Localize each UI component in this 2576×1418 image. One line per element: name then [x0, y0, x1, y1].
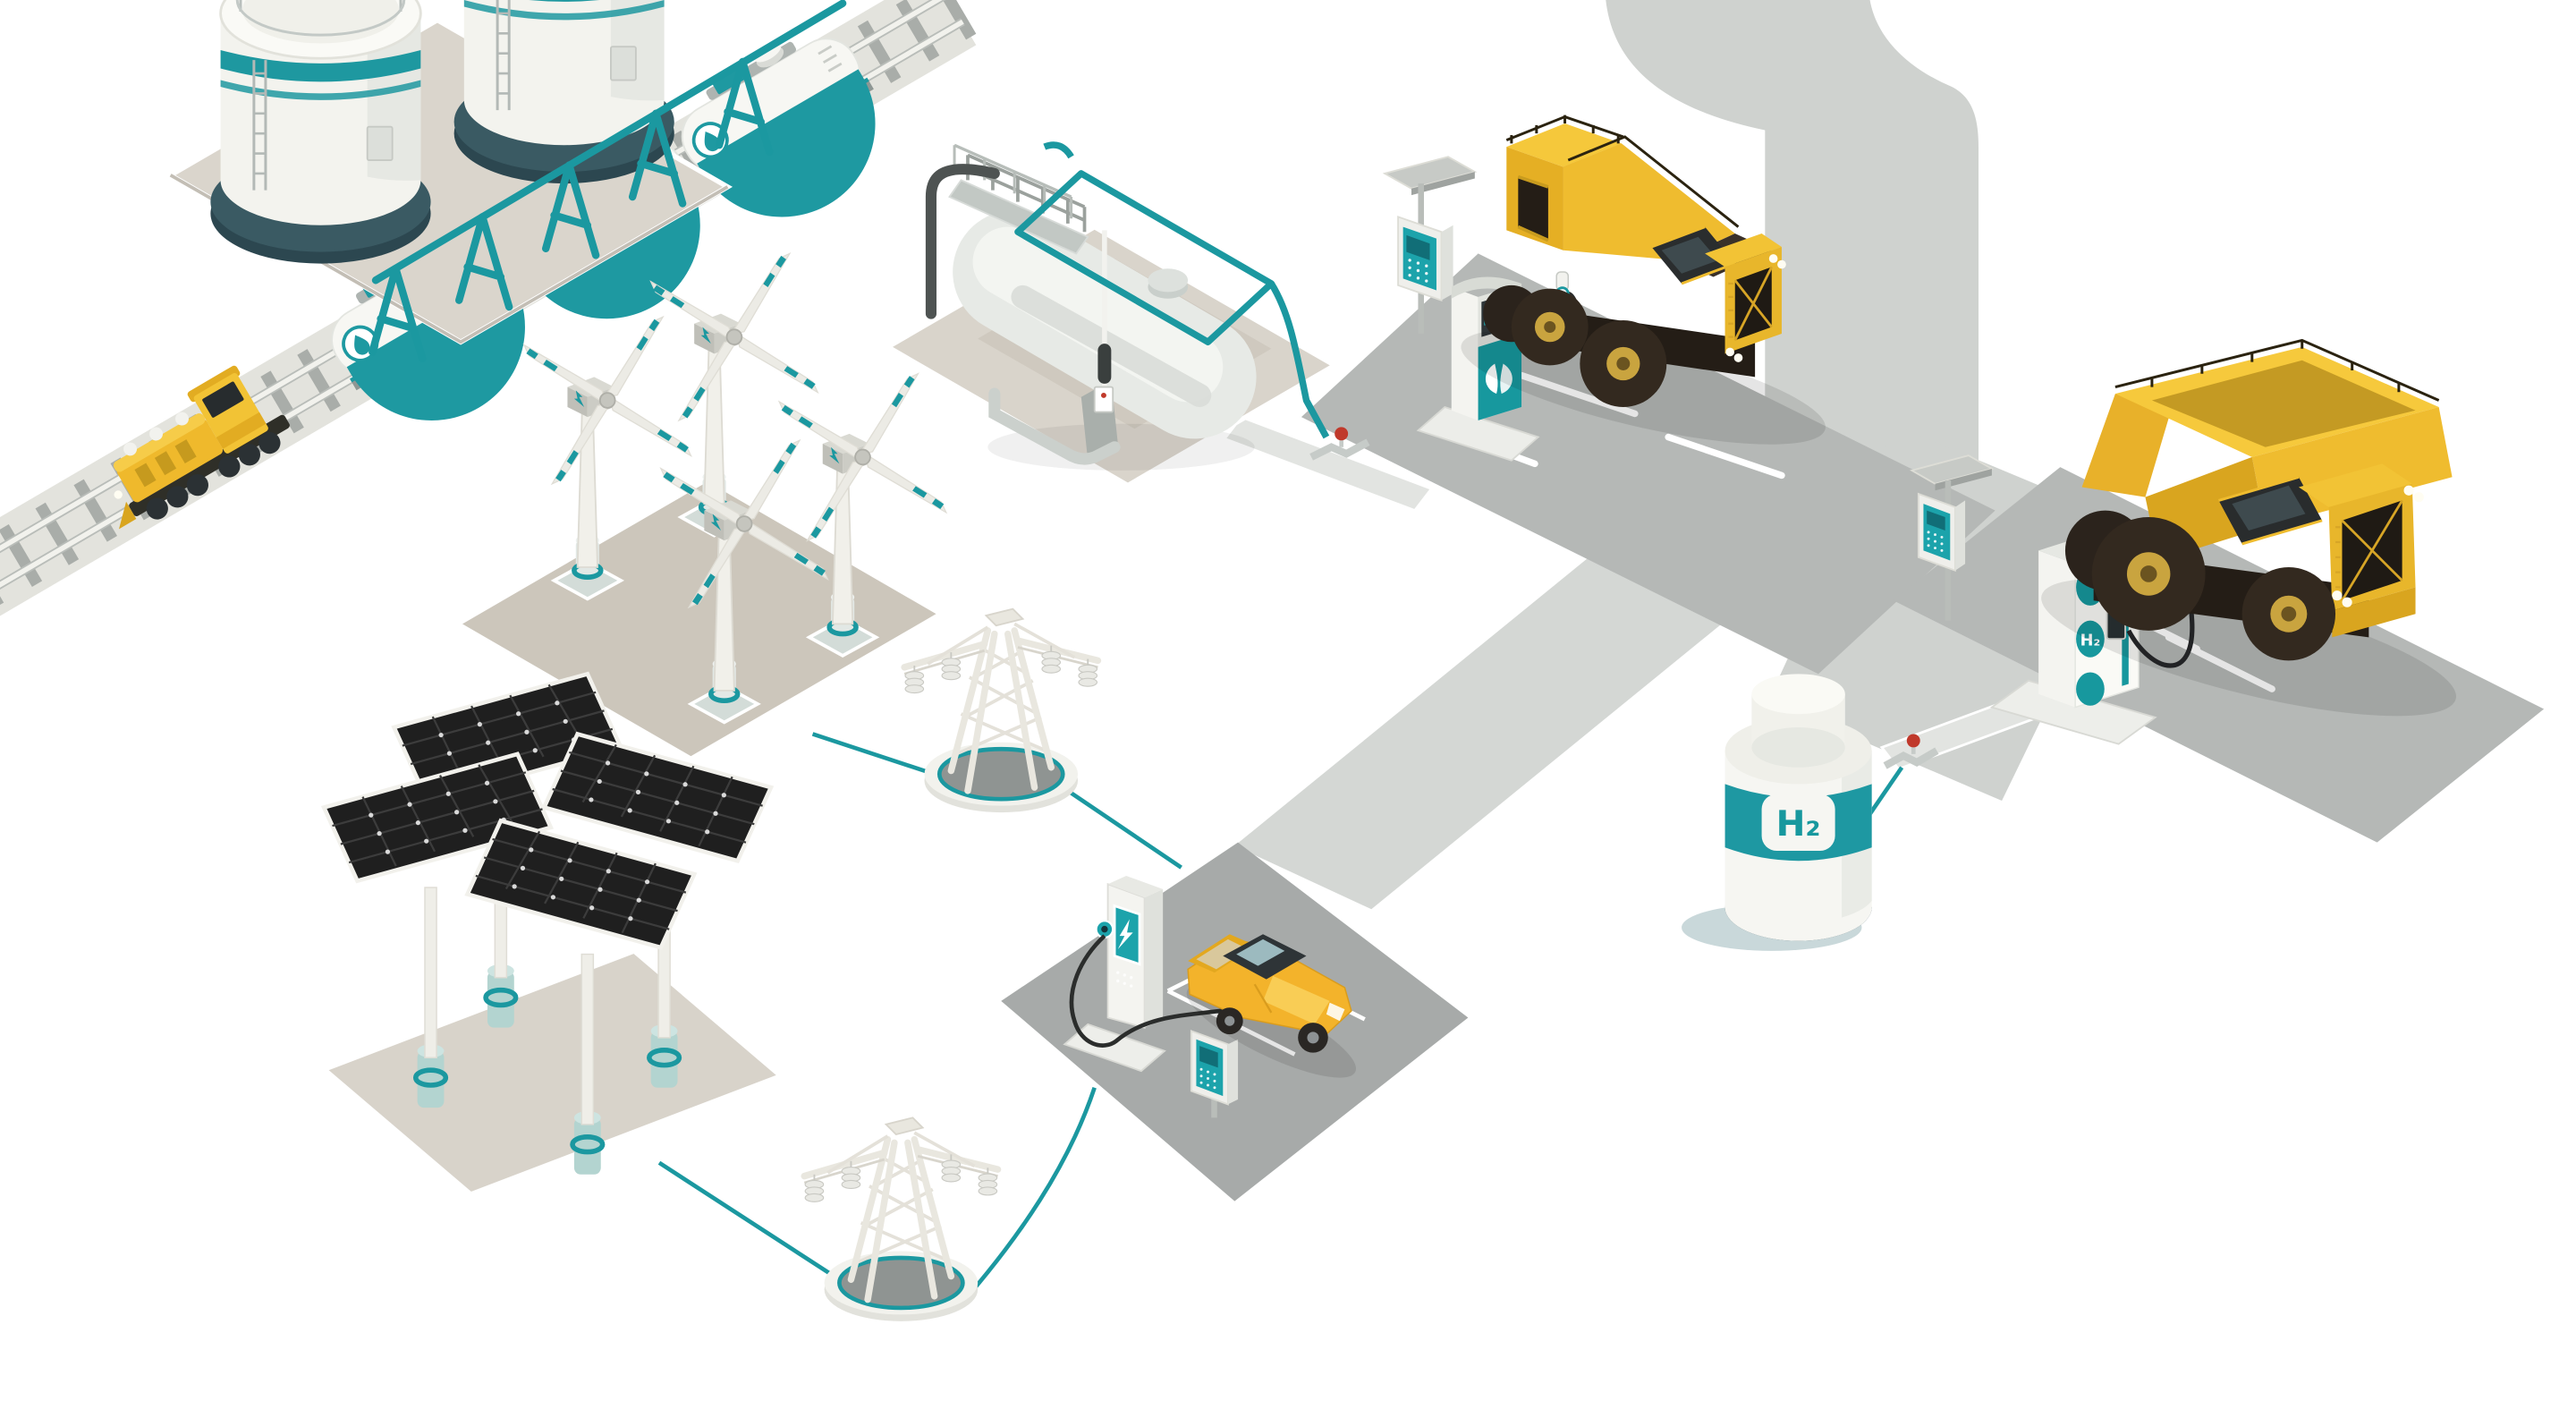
solar-panel-array	[318, 674, 846, 1285]
red-valve-icon	[1335, 427, 1349, 441]
horizontal-gas-tank	[882, 141, 1340, 488]
road-s-curve	[1606, 0, 1979, 447]
walkway-left	[1222, 415, 1434, 513]
cable-pylon-to-ev	[1066, 788, 1182, 870]
h2-dispenser-label: H₂	[2080, 633, 2101, 650]
dump-bed	[2081, 338, 2453, 561]
electric-taxi	[1186, 934, 1357, 1078]
loading-gantry	[369, 0, 847, 363]
h2-storage-cylinder: H₂	[1682, 674, 1904, 951]
right-h2-station: H₂	[1909, 338, 2457, 745]
cable-wind-to-pylon	[811, 732, 945, 780]
truck-arch-opening	[1518, 176, 1548, 241]
tanker-train	[113, 8, 915, 530]
cable-solar-to-pylon	[657, 1160, 846, 1285]
solar-platform	[318, 947, 786, 1198]
left-fueling-station	[1382, 115, 1826, 462]
lightning-bolt-icon	[1117, 919, 1133, 950]
pipe-valve-right	[1883, 734, 1939, 769]
ground-pipe	[988, 387, 1121, 465]
pipe-valve-left	[1309, 427, 1370, 461]
payment-terminal-right	[1909, 454, 1995, 621]
leaf-icon	[1485, 363, 1513, 395]
charging-cable	[1069, 934, 1249, 1048]
red-valve-icon	[1906, 734, 1920, 748]
payment-terminal-ev	[1190, 1030, 1239, 1118]
transmission-tower-upper	[904, 609, 1097, 812]
transmission-tower-lower	[804, 1117, 997, 1320]
payment-terminal-left	[1382, 156, 1478, 334]
storage-tank-front	[208, 0, 433, 266]
h2-cylinder-label: H₂	[1776, 804, 1821, 845]
teal-pipeline	[1014, 141, 1330, 439]
dark-pipe	[925, 164, 1000, 319]
cable-lower-pylon-to-ev	[966, 1087, 1097, 1298]
solar-top	[1909, 454, 1995, 485]
taxi-hood	[1263, 975, 1330, 1024]
dispenser-teal-panel	[1478, 333, 1522, 420]
locomotive	[113, 365, 290, 530]
ev-charger	[1063, 875, 1260, 1073]
mining-truck-flatbed	[1461, 115, 1826, 445]
level-gauge	[1093, 230, 1114, 413]
power-cables	[966, 788, 1182, 1298]
ev-charging-station	[1063, 875, 1357, 1118]
mining-dump-truck	[2041, 338, 2457, 717]
truck-rear-platform-top	[1506, 123, 1622, 167]
taxi-headlight	[1326, 1002, 1345, 1022]
h2-label-plate	[1761, 794, 1835, 851]
